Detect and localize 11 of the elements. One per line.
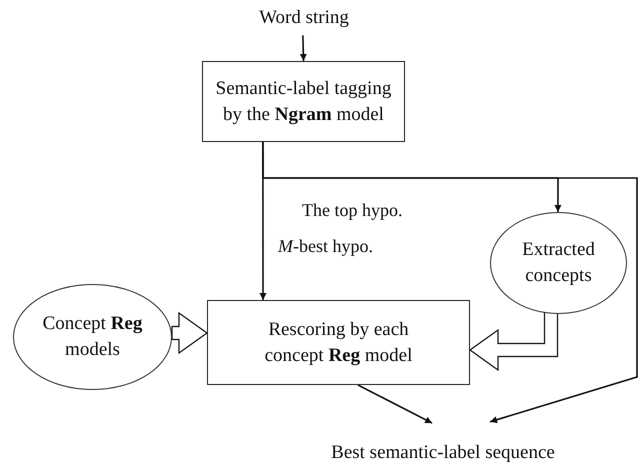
arrow (358, 384, 432, 424)
process-box: Semantic-label tagging by the Ngram model (202, 61, 405, 142)
data-ellipse: Concept Reg models (13, 284, 172, 390)
text-label: Best semantic-label sequence (283, 440, 603, 464)
arrow (300, 35, 307, 62)
block-arrow (468, 311, 558, 372)
block-arrow (171, 312, 208, 354)
data-ellipse: Extracted concepts (490, 212, 627, 314)
text-label: Word string (248, 4, 360, 32)
arrow (262, 142, 638, 424)
process-box: Rescoring by each concept Reg model (207, 300, 470, 385)
